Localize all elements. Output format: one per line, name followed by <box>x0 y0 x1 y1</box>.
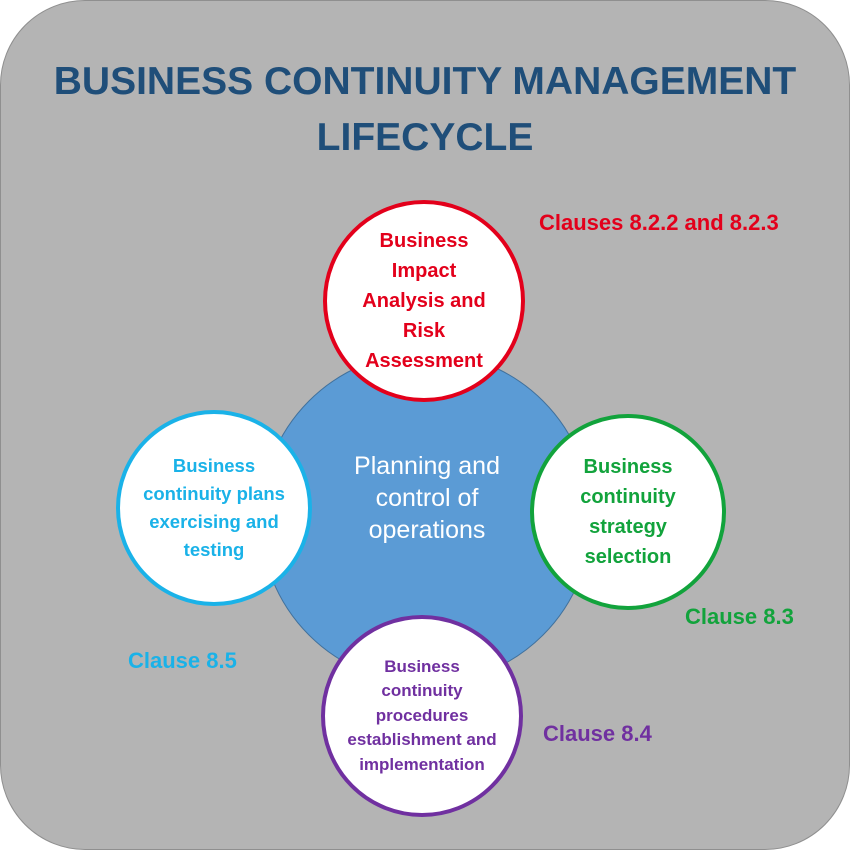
node-bottom-label: Business continuity procedures establish… <box>347 656 497 774</box>
node-exercising-testing: Business continuity plans exercising and… <box>116 410 312 606</box>
node-left-label: Business continuity plans exercising and… <box>143 455 285 560</box>
node-right-label: Business continuity strategy selection <box>580 456 676 568</box>
clause-label-top: Clauses 8.2.2 and 8.2.3 <box>539 210 779 235</box>
clause-label-bottom: Clause 8.4 <box>543 721 652 746</box>
node-procedures-implementation: Business continuity procedures establish… <box>321 615 523 817</box>
node-strategy-selection: Business continuity strategy selection <box>530 414 726 610</box>
clause-label-left: Clause 8.5 <box>128 648 237 673</box>
node-business-impact-analysis: Business Impact Analysis and Risk Assess… <box>323 200 525 402</box>
center-label: Planning and control of operations <box>354 452 500 544</box>
node-top-label: Business Impact Analysis and Risk Assess… <box>362 230 486 372</box>
clause-label-right: Clause 8.3 <box>685 604 794 629</box>
title-line-2: LIFECYCLE <box>316 116 534 159</box>
title-line-1: BUSINESS CONTINUITY MANAGEMENT <box>53 60 797 103</box>
